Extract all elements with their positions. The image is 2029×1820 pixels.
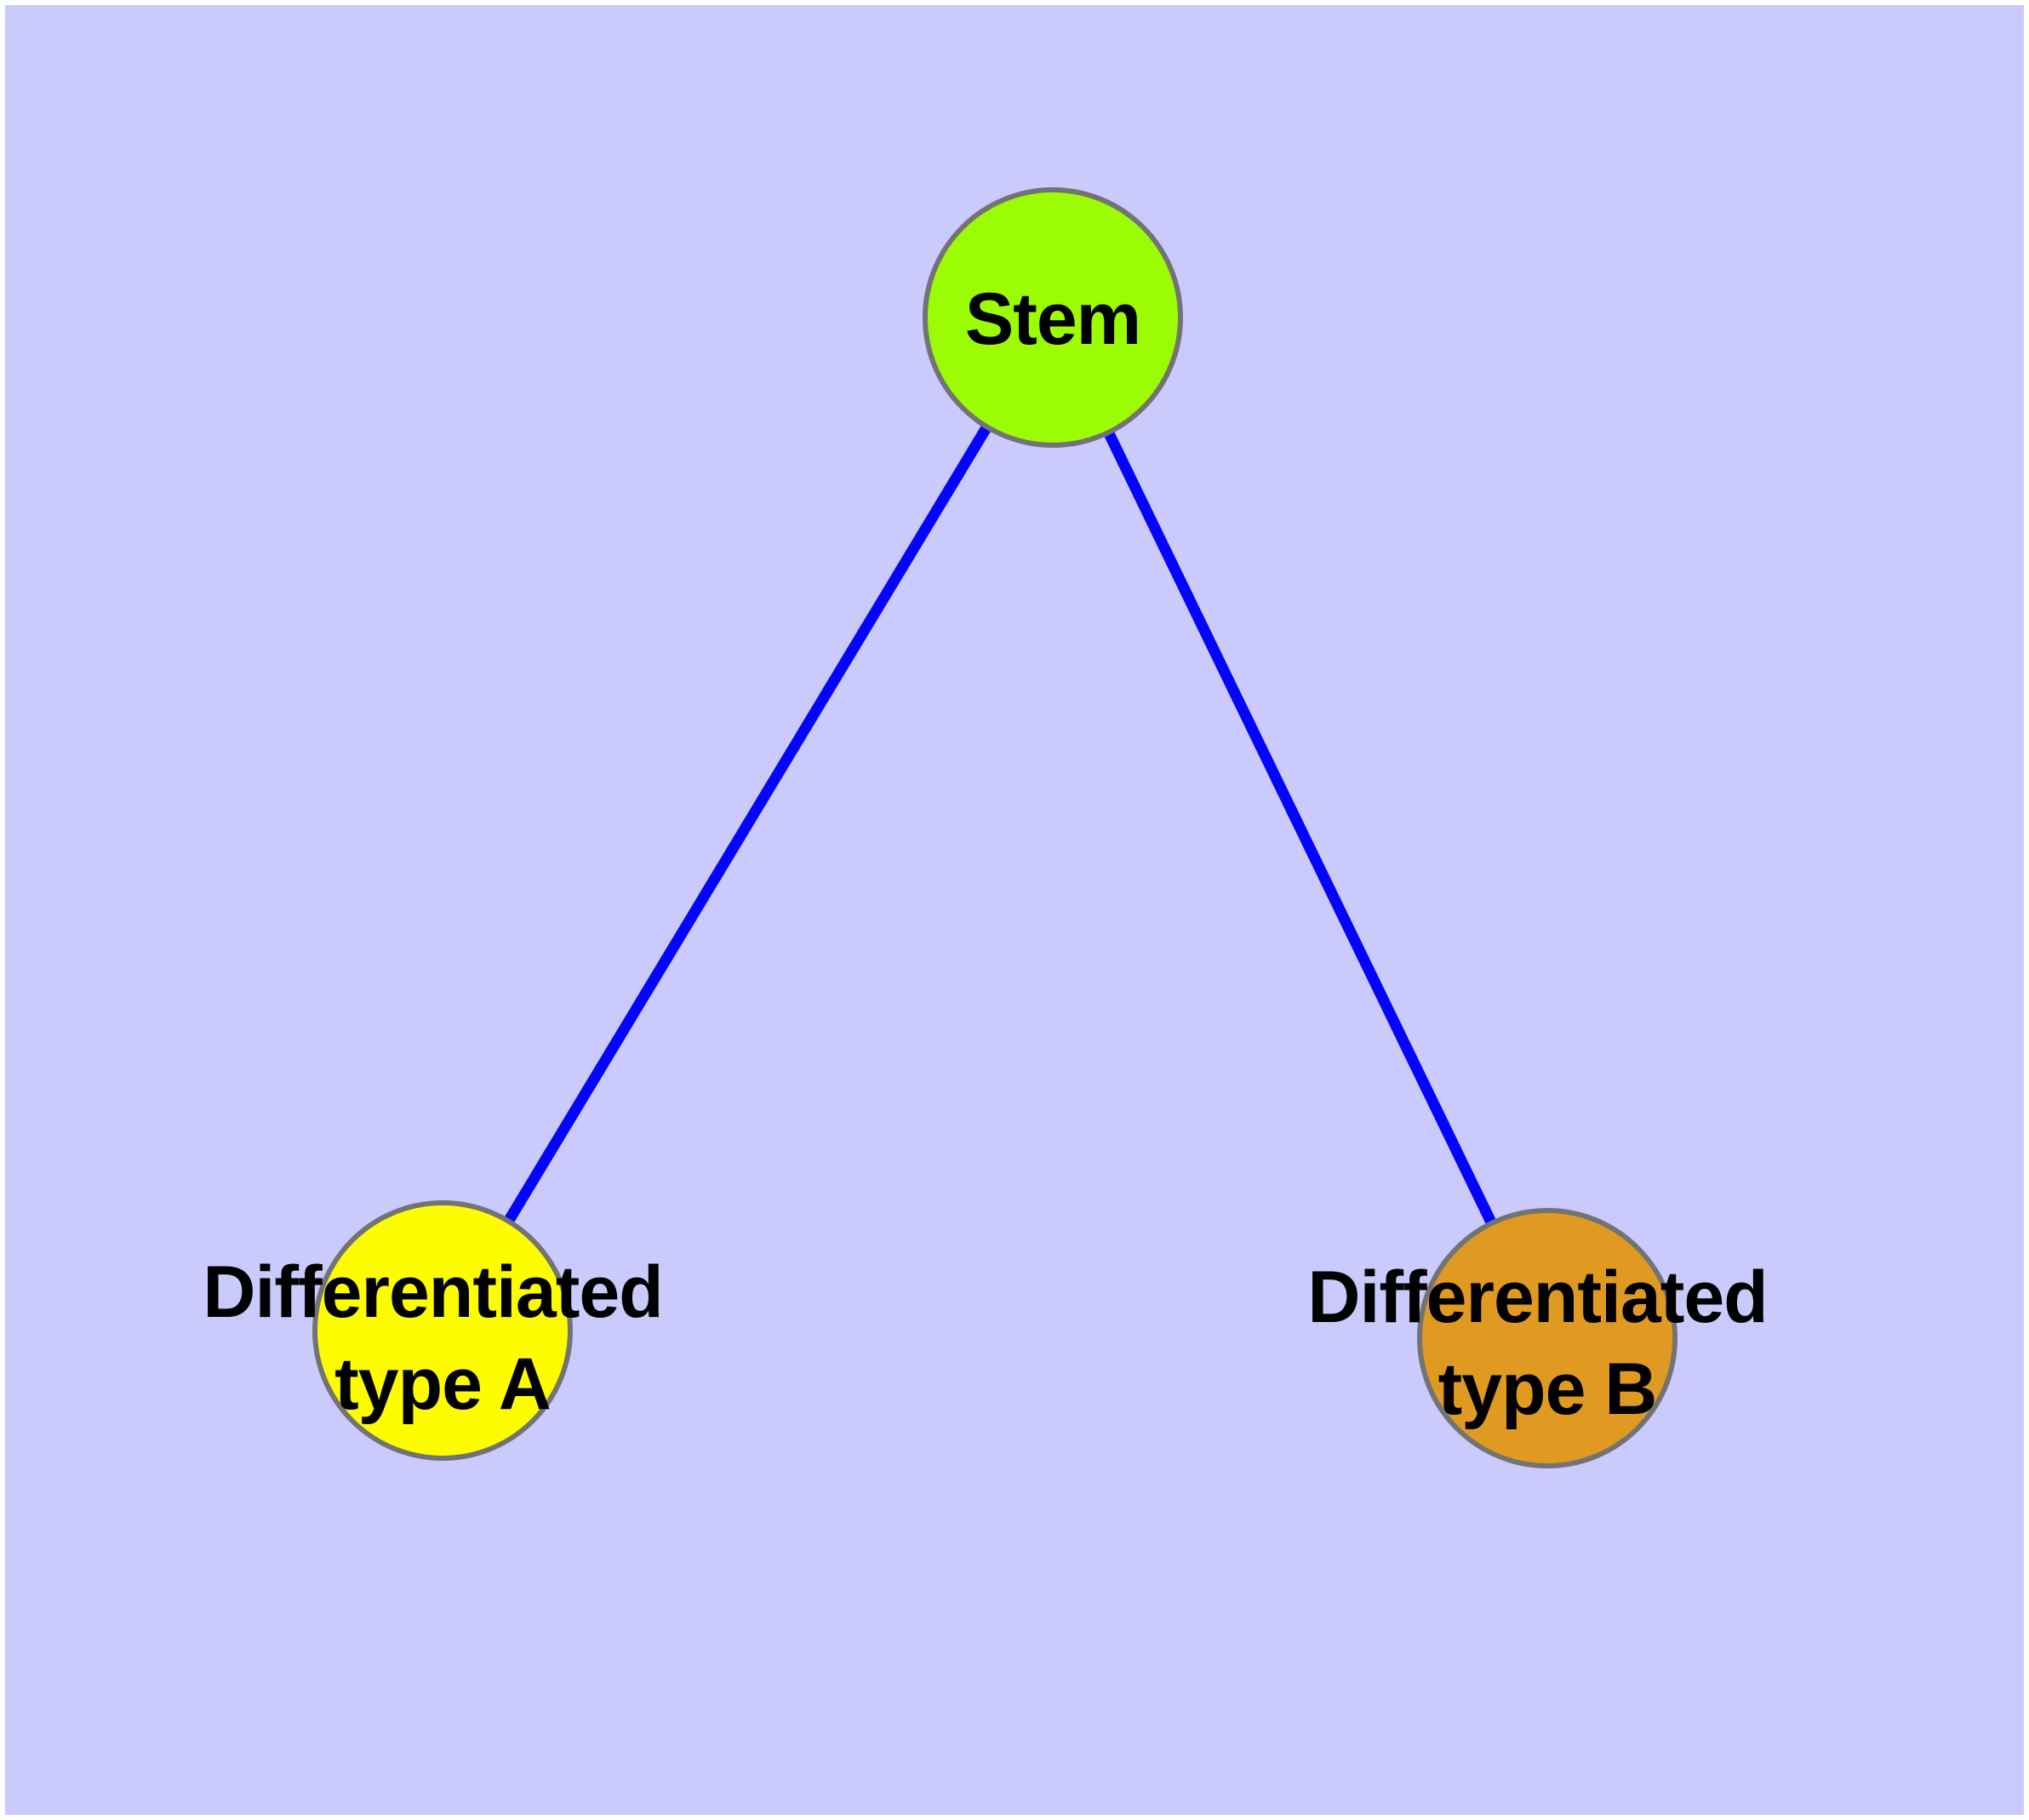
edge-stem-to-type-a bbox=[437, 314, 1058, 1334]
node-stem-label: Stem bbox=[965, 278, 1140, 360]
edge-stem-to-type-b bbox=[1048, 315, 1552, 1341]
node-differentiated-type-b-label: Differentiated type B bbox=[1307, 1256, 1786, 1430]
node-stem[interactable] bbox=[923, 187, 1183, 448]
node-differentiated-type-a[interactable] bbox=[312, 1200, 573, 1461]
node-type-b-label-line2: type B bbox=[1438, 1348, 1657, 1430]
node-type-a-label-line2: type A bbox=[334, 1343, 551, 1425]
node-type-a-label-line1: Differentiated bbox=[203, 1251, 662, 1333]
node-differentiated-type-a-label: Differentiated type A bbox=[203, 1251, 682, 1425]
node-type-b-label-line1: Differentiated bbox=[1307, 1256, 1767, 1338]
node-differentiated-type-b[interactable] bbox=[1417, 1208, 1677, 1468]
